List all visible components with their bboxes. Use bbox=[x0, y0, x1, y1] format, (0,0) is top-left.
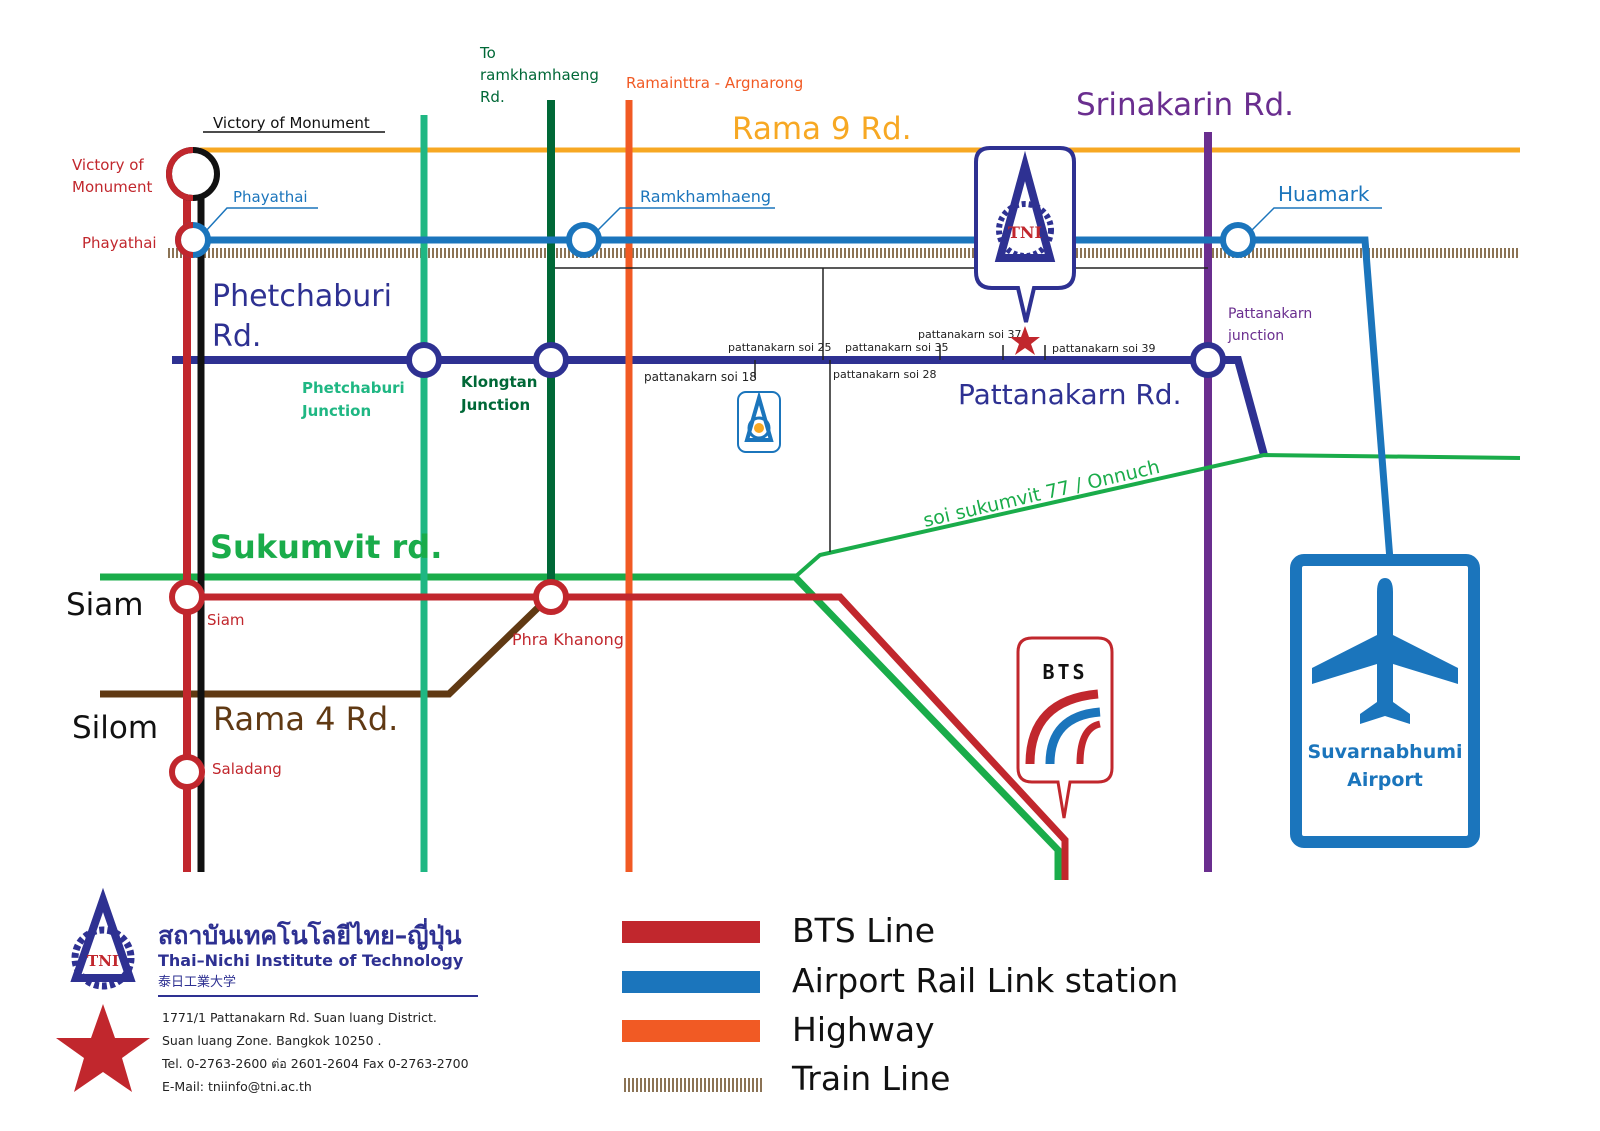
soi28-label: pattanakarn soi 28 bbox=[833, 368, 937, 381]
rama4-road-label: Rama 4 Rd. bbox=[213, 700, 398, 738]
soi35-label: pattanakarn soi 35 bbox=[845, 341, 949, 354]
train-line bbox=[168, 248, 1520, 258]
station-phetchaburi-junction[interactable] bbox=[406, 342, 442, 378]
phayathai-blue-label: Phayathai bbox=[233, 188, 308, 206]
tni-star-icon bbox=[1010, 326, 1040, 355]
soi37-label: pattanakarn soi 37 bbox=[918, 328, 1022, 341]
station-siam[interactable] bbox=[169, 579, 205, 615]
sukumvit-road bbox=[100, 573, 1062, 880]
station-phra-khanong[interactable] bbox=[533, 579, 569, 615]
station-saladang[interactable] bbox=[169, 754, 205, 790]
sukumvit-road-label: Sukumvit rd. bbox=[210, 528, 442, 566]
legend-label-train: Train Line bbox=[791, 1059, 950, 1098]
huamark-leader bbox=[1249, 207, 1382, 233]
station-phayathai-red-arc bbox=[175, 222, 194, 258]
ramkhamhaeng-label: Ramkhamhaeng bbox=[640, 187, 771, 206]
legend-swatch-bts bbox=[622, 921, 760, 943]
onnuch-label: soi sukumvit 77 / Onnuch bbox=[921, 456, 1162, 532]
bts-sukhumvit-line bbox=[187, 593, 1069, 880]
svg-text:TNI: TNI bbox=[87, 952, 119, 970]
station-pattanakarn-junction[interactable] bbox=[1190, 342, 1226, 378]
station-klongtan-junction[interactable] bbox=[533, 342, 569, 378]
station-victory-monument[interactable] bbox=[166, 147, 220, 201]
bts-logo-marker[interactable]: BTS bbox=[1016, 636, 1114, 819]
phetchaburi-pattanakarn-road bbox=[172, 356, 1268, 457]
airplane-icon bbox=[1312, 578, 1458, 724]
tni-logo-icon bbox=[994, 150, 1056, 262]
tni-location-marker[interactable]: TNI bbox=[974, 146, 1076, 323]
saladang-label: Saladang bbox=[212, 760, 282, 778]
tni-small-marker[interactable] bbox=[737, 390, 781, 453]
legend-label-bts: BTS Line bbox=[792, 911, 935, 950]
rama9-road-label: Rama 9 Rd. bbox=[732, 111, 912, 147]
svg-text:TNI: TNI bbox=[1008, 223, 1042, 242]
soi18-label: pattanakarn soi 18 bbox=[644, 370, 757, 384]
soi39-label: pattanakarn soi 39 bbox=[1052, 342, 1156, 355]
bts-arc-red2-icon bbox=[1076, 720, 1102, 765]
ramkhamhaeng-leader bbox=[595, 207, 775, 233]
address-star-icon bbox=[56, 1004, 150, 1092]
legend-swatch-airport bbox=[622, 971, 760, 993]
legend: BTS Line Airport Rail Link station Highw… bbox=[622, 911, 1178, 1098]
bts-logo-text: BTS bbox=[1042, 660, 1087, 684]
legend-label-highway: Highway bbox=[792, 1010, 935, 1049]
pattanakarn-road-label: Pattanakarn Rd. bbox=[958, 378, 1181, 411]
rama4-road bbox=[100, 594, 552, 698]
institute-address: 1771/1 Pattanakarn Rd. Suan luang Distri… bbox=[161, 1010, 473, 1094]
bts-arc-red-icon bbox=[1025, 689, 1099, 765]
institute-logo: TNI bbox=[70, 887, 136, 990]
bts-arc-blue-icon bbox=[1045, 707, 1101, 765]
phayathai-leader bbox=[204, 207, 318, 233]
institute-name-thai: สถาบันเทคโนโลยีไทย–ญี่ปุ่น bbox=[158, 918, 462, 952]
legend-label-airport: Airport Rail Link station bbox=[792, 961, 1178, 1000]
legend-swatch-train bbox=[622, 1078, 764, 1092]
ramainttra-label: Ramainttra - Argnarong bbox=[626, 74, 803, 92]
victory-black-label: Victory of Monument bbox=[213, 114, 370, 132]
siam-big-label: Siam bbox=[66, 587, 144, 623]
huamark-label: Huamark bbox=[1278, 182, 1370, 206]
siam-small-label: Siam bbox=[207, 611, 245, 629]
soi25-label: pattanakarn soi 25 bbox=[728, 341, 832, 354]
institute-name-jp: 泰日工業大学 bbox=[158, 974, 236, 990]
station-huamark[interactable] bbox=[1220, 222, 1256, 258]
phayathai-red-label: Phayathai bbox=[82, 234, 157, 252]
institute-name-en: Thai–Nichi Institute of Technology bbox=[158, 951, 464, 970]
tni-bottom-logo-icon bbox=[70, 887, 136, 982]
onnuch-road bbox=[793, 452, 1521, 579]
phra-khanong-label: Phra Khanong bbox=[512, 630, 624, 649]
legend-swatch-highway bbox=[622, 1020, 760, 1042]
silom-label: Silom bbox=[72, 710, 158, 746]
station-ramkhamhaeng[interactable] bbox=[566, 222, 602, 258]
srinakarin-road-label: Srinakarin Rd. bbox=[1076, 87, 1294, 123]
